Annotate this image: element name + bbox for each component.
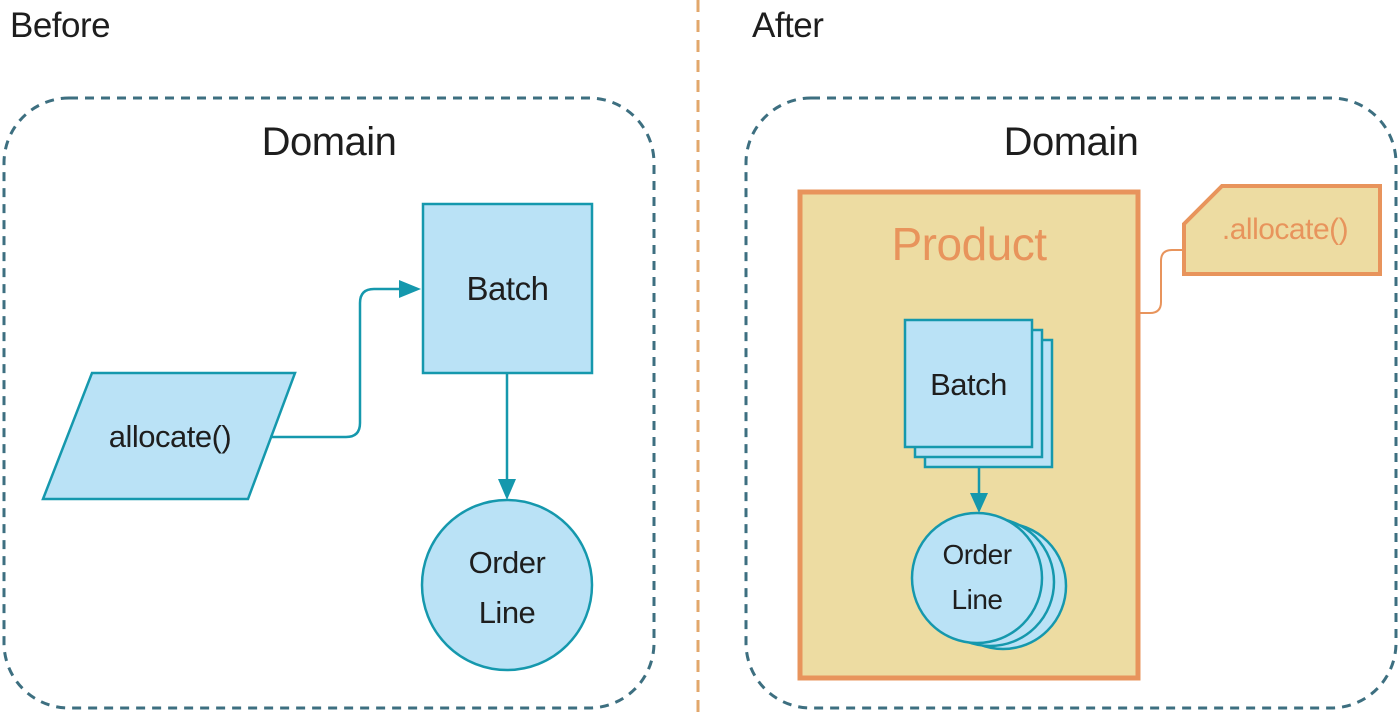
orderline-line1: Order xyxy=(942,539,1012,570)
domain-title-after: Domain xyxy=(1003,120,1139,164)
orderline-node-before xyxy=(420,498,594,672)
allocate-node-label: allocate() xyxy=(108,419,232,454)
domain-title-before: Domain xyxy=(261,120,397,164)
batch-node-after xyxy=(903,318,1034,449)
orderline-line1: Order xyxy=(468,545,546,580)
orderline-line2: Line xyxy=(951,584,1003,615)
batch-node-label-after: Batch xyxy=(930,367,1007,402)
orderline-node-after xyxy=(910,511,1044,645)
domain-boundary-before xyxy=(2,96,656,710)
allocate-tag-label: .allocate() xyxy=(1221,213,1349,246)
arrow-down-icon xyxy=(970,493,988,513)
arrow-down-icon xyxy=(498,479,516,500)
arrow-right-icon xyxy=(399,280,421,298)
tag-to-product-connector xyxy=(1139,249,1184,314)
orderline-node-label-before: Order Line xyxy=(422,538,592,638)
domain-boundary-after xyxy=(744,96,1398,710)
allocate-tag-shape xyxy=(1182,184,1382,276)
allocate-to-batch-connector xyxy=(270,287,400,439)
after-panel-label: After xyxy=(752,6,824,45)
before-panel-label: Before xyxy=(10,6,111,45)
product-aggregate-label: Product xyxy=(891,218,1047,270)
allocate-parallelogram xyxy=(41,371,297,501)
batch-node-before xyxy=(421,202,594,375)
orderline-node-label-after: Order Line xyxy=(907,532,1047,622)
orderline-line2: Line xyxy=(478,595,536,630)
batch-node-label-before: Batch xyxy=(466,270,549,307)
